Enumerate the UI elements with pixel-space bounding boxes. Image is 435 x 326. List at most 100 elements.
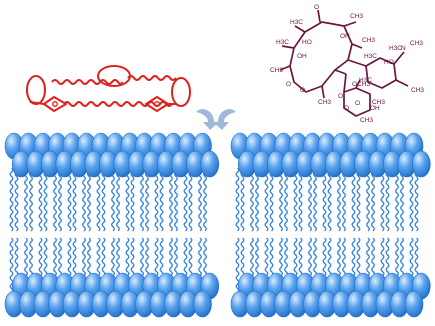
lipid-tail: [29, 167, 33, 232]
macrolide-bond-6: [321, 85, 325, 99]
lipid-tail: [38, 167, 43, 232]
red-lipid-right-ring: [171, 77, 191, 107]
lipid-tail: [279, 167, 283, 232]
lipid-tail: [250, 167, 254, 232]
lipid-bilayer-right: [230, 132, 431, 318]
macrolide-atom-label: HO: [384, 59, 394, 66]
lipid-tail: [380, 167, 385, 232]
red-lipid-o-left: [52, 101, 58, 107]
lipid-tail: [409, 167, 414, 232]
lipid-tail: [371, 167, 375, 232]
lipid-tail: [9, 237, 14, 298]
macrolide-bond-2: [343, 21, 357, 27]
red-lipid-chain-top: [51, 79, 123, 85]
lipid-tail: [125, 167, 130, 232]
lipid-tail: [87, 167, 91, 232]
lipid-head: [404, 290, 424, 318]
lipid-tail: [24, 167, 28, 232]
macrolide-atom-label: OH: [297, 53, 307, 60]
lipid-tail: [140, 167, 144, 232]
macrolide-bond-8: [347, 59, 367, 67]
lipid-tail: [14, 167, 19, 232]
lipid-head: [411, 150, 431, 178]
cladinose-och3: [355, 79, 361, 89]
lipid-tail: [154, 167, 159, 232]
lipid-tail: [342, 167, 346, 232]
red-lipid-left-ring: [26, 75, 46, 105]
lipid-tail: [43, 167, 48, 232]
macrolide-atom-label: H3C: [389, 45, 402, 52]
lipid-tail: [284, 167, 288, 232]
lipid-tail: [145, 167, 149, 232]
red-lipid-diamond-left: [43, 96, 67, 112]
desosamine-ch3: [395, 79, 409, 87]
lipid-tail: [130, 167, 135, 232]
lipid-tail: [72, 167, 77, 232]
macrolide-atom-label: CH3: [410, 40, 423, 47]
arrow-right: [213, 109, 236, 130]
lipid-head: [200, 150, 220, 178]
macrolide-atom-label: O: [300, 87, 305, 94]
red-lipid-molecule: [26, 65, 191, 112]
macrolide-bond-3: [351, 43, 363, 49]
lipid-head: [193, 290, 212, 318]
macrolide-bond-7: [334, 69, 347, 75]
lipid-tail: [169, 167, 173, 232]
lipid-tail: [235, 167, 240, 232]
macrolide-atom-label: CH3: [350, 13, 363, 20]
lipid-tail: [264, 167, 269, 232]
macrolide-atom-label: CH3: [318, 99, 331, 106]
lipid-tail: [327, 167, 332, 232]
lipid-tail: [366, 167, 370, 232]
lipid-bilayer-left: [4, 132, 220, 318]
lipid-tail: [255, 167, 259, 232]
lipid-tail: [111, 167, 115, 232]
macrolide-atom-label: OH: [370, 105, 380, 112]
lipid-tail: [58, 167, 62, 232]
macrolide-atom-label: O: [314, 4, 319, 11]
lipid-tail: [269, 167, 274, 232]
lipid-tail: [385, 167, 390, 232]
macrolide-atom-label: OCH3: [352, 81, 370, 88]
macrolide-atom-label: H3C: [359, 77, 372, 84]
lipid-tail: [183, 167, 188, 232]
lipid-tail: [159, 167, 164, 232]
lipid-tail: [308, 167, 312, 232]
lipid-tail: [356, 167, 361, 232]
red-lipid-center-ring: [97, 65, 131, 87]
arrow-left: [196, 109, 219, 130]
macrolide-bond-5: [279, 65, 291, 71]
lipid-tail: [240, 167, 245, 232]
macrolide-atom-label: H3C: [290, 19, 303, 26]
lipid-tail: [293, 167, 298, 232]
lipid-tail: [53, 167, 57, 232]
red-lipid-link-left: [29, 101, 45, 105]
macrolide-atom-label: CH3: [360, 117, 373, 124]
lipid-tail: [337, 167, 341, 232]
macrolide-bond-4: [281, 45, 295, 49]
lipid-tail: [322, 167, 327, 232]
lipid-tail: [414, 167, 419, 232]
lipid-tail: [174, 167, 178, 232]
lipid-tail: [235, 237, 240, 298]
lipid-tail: [101, 167, 106, 232]
macrolide-atom-label: OH: [340, 33, 350, 40]
macrolide-atom-label: O: [338, 93, 343, 100]
macrolide-atom-label: O: [355, 100, 360, 107]
lipid-tail: [67, 167, 72, 232]
macrolide-atom-label: CH3: [372, 99, 385, 106]
red-lipid-chain-top-right: [127, 75, 177, 81]
macrolide-carbonyl: [317, 9, 321, 23]
macrolide-atom-label: CH3: [270, 67, 283, 74]
macrolide-atom-label: H3C: [276, 39, 289, 46]
lipid-tail: [188, 167, 193, 232]
merge-arrows-icon: [196, 109, 236, 130]
macrolide-atom-label: N: [401, 45, 406, 52]
macrolide-molecule: [279, 9, 409, 117]
macrolide-atom-label: HO: [302, 39, 312, 46]
lipid-tail: [96, 167, 101, 232]
lipid-tail: [203, 167, 207, 232]
macrolide-labels: H3COCH3OHH3COHCH3HOCH3H3CNCH3HOH3COOCH3H…: [270, 4, 424, 124]
lipid-tail: [313, 167, 317, 232]
